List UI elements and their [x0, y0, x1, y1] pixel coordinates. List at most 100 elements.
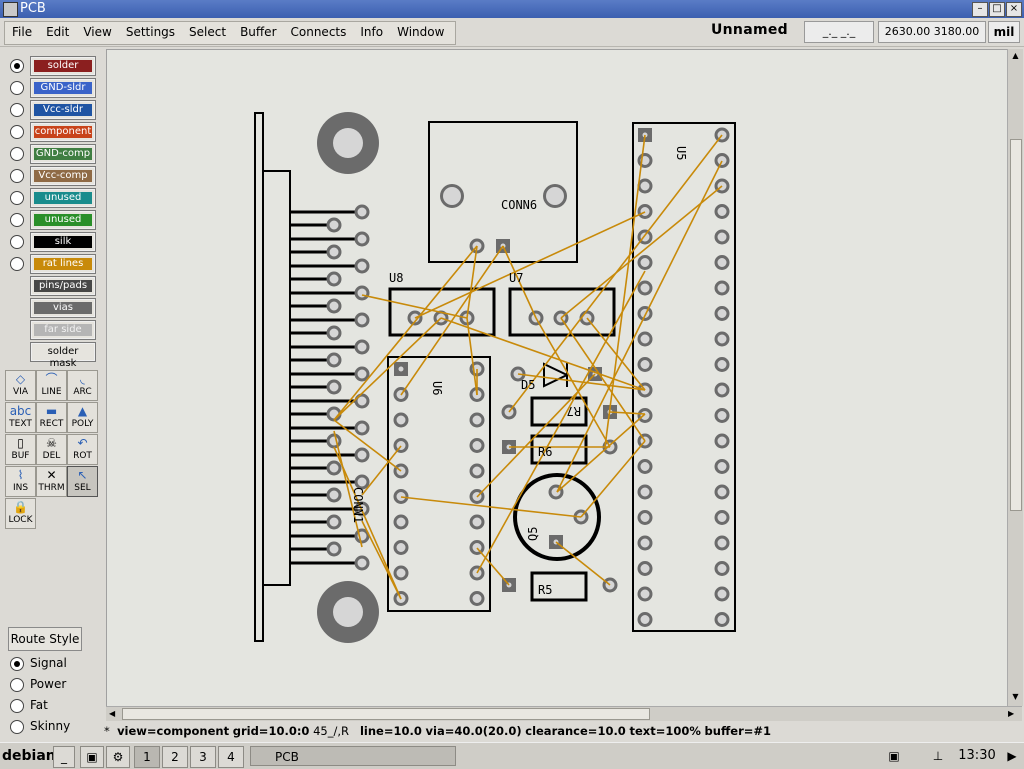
layer-button[interactable]: Vcc-sldr [30, 100, 96, 120]
layer-button[interactable]: silk [30, 232, 96, 252]
thermal-tool[interactable]: ✕THRM [36, 466, 67, 497]
layer-radio[interactable] [10, 257, 24, 271]
ratline [466, 245, 478, 319]
layer-label: pins/pads [34, 280, 92, 292]
layer-button[interactable]: component [30, 122, 96, 142]
layer-button[interactable]: Vcc-comp [30, 166, 96, 186]
menu-file[interactable]: File [12, 25, 33, 39]
layer-button[interactable]: far side [30, 320, 96, 340]
workspace-3[interactable]: 3 [190, 746, 216, 768]
board-canvas[interactable]: U8 U7 U6 U5 CONN6 D5 R7 R6 R5 Q5 CONN1 [106, 49, 1009, 708]
layer-button[interactable]: GND-sldr [30, 78, 96, 98]
round-pad [326, 244, 342, 260]
rotate-tool[interactable]: ↶ROT [67, 434, 98, 465]
round-pad [326, 217, 342, 233]
text-icon: abc [9, 404, 32, 418]
layer-radio[interactable] [10, 235, 24, 249]
status-grid: grid=10.0:0 [232, 724, 310, 738]
layer-button[interactable]: unused [30, 210, 96, 230]
layer-button[interactable]: solder [30, 56, 96, 76]
menu-settings[interactable]: Settings [125, 25, 176, 39]
radio-fat[interactable] [10, 699, 24, 713]
layer-label: Vcc-sldr [34, 104, 92, 116]
menu-buffer[interactable]: Buffer [240, 25, 277, 39]
volume-icon[interactable]: ⊥ [932, 749, 944, 763]
workspace-2[interactable]: 2 [162, 746, 188, 768]
tray-arrow-icon[interactable]: ▶ [1007, 749, 1017, 763]
layer-button[interactable]: GND-comp [30, 144, 96, 164]
layer-radio[interactable] [10, 169, 24, 183]
workspace-1[interactable]: 1 [134, 746, 160, 768]
menu-window[interactable]: Window [397, 25, 445, 39]
horizontal-scrollbar[interactable]: ◀ ▶ [106, 706, 1022, 721]
layer-radio[interactable] [10, 81, 24, 95]
line-tool[interactable]: ⌒LINE [36, 370, 67, 401]
status-clearance: clearance=10.0 [525, 724, 626, 738]
insert-tool[interactable]: ⌇INS [5, 466, 36, 497]
layer-button[interactable]: pins/pads [30, 276, 96, 296]
layer-button[interactable]: unused [30, 188, 96, 208]
radio-signal[interactable] [10, 657, 24, 671]
radio-skinny[interactable] [10, 720, 24, 734]
units-button[interactable]: mil [988, 21, 1020, 43]
debian-start-button[interactable]: debian [2, 748, 56, 764]
ratline [361, 294, 468, 319]
layer-radio[interactable] [10, 213, 24, 227]
layer-radio[interactable] [10, 59, 24, 73]
round-pad [354, 231, 370, 247]
app-icon[interactable] [3, 2, 18, 17]
rect-tool[interactable]: ▬RECT [36, 402, 67, 433]
minimize-all-icon[interactable]: _ [53, 746, 75, 768]
layer-button[interactable]: rat lines [30, 254, 96, 274]
layer-label: unused [34, 214, 92, 226]
radio-power[interactable] [10, 678, 24, 692]
round-pad [637, 612, 653, 627]
close-icon[interactable]: × [1006, 2, 1022, 17]
poly-tool[interactable]: ▲POLY [67, 402, 98, 433]
pads-layer [290, 127, 730, 627]
menu-info[interactable]: Info [360, 25, 384, 39]
taskbar-task-pcb[interactable]: PCB [250, 746, 456, 766]
buffer-tool[interactable]: ▯BUF [5, 434, 36, 465]
layer-radio[interactable] [10, 191, 24, 205]
menu-select[interactable]: Select [189, 25, 227, 39]
display-icon[interactable]: ▣ [888, 749, 900, 763]
maximize-icon[interactable]: □ [989, 2, 1005, 17]
via-tool[interactable]: ◇VIA [5, 370, 36, 401]
minimize-icon[interactable]: – [972, 2, 988, 17]
pad-hole [398, 366, 404, 372]
select-icon: ↖ [77, 468, 88, 482]
vertical-scrollbar[interactable]: ▲ ▼ [1007, 49, 1023, 706]
scroll-down-icon[interactable]: ▼ [1012, 692, 1019, 701]
round-pad [637, 408, 653, 423]
round-pad [714, 382, 730, 398]
terminal-icon[interactable]: ▣ [80, 746, 104, 768]
arc-tool[interactable]: ◟ARC [67, 370, 98, 401]
layer-radio[interactable] [10, 125, 24, 139]
workspace-4[interactable]: 4 [218, 746, 244, 768]
scroll-up-icon[interactable]: ▲ [1012, 51, 1019, 60]
layer-button[interactable]: vias [30, 298, 96, 318]
delete-tool[interactable]: ☠DEL [36, 434, 67, 465]
delete-icon: ☠ [46, 436, 57, 450]
scroll-left-icon[interactable]: ◀ [109, 709, 116, 718]
round-pad [354, 339, 370, 355]
settings-icon[interactable]: ⚙ [106, 746, 130, 768]
menu-connects[interactable]: Connects [290, 25, 347, 39]
lock-tool[interactable]: 🔒LOCK [5, 498, 36, 529]
layer-button[interactable]: solder mask [30, 342, 96, 369]
pcb-layout[interactable]: U8 U7 U6 U5 CONN6 D5 R7 R6 R5 Q5 CONN1 [107, 50, 1008, 707]
rect-icon: ▬ [45, 404, 58, 418]
select-tool[interactable]: ↖SEL [67, 466, 98, 497]
route-style-button[interactable]: Route Style [8, 627, 82, 651]
vertical-scroll-thumb[interactable] [1010, 139, 1022, 511]
round-pad [326, 379, 342, 395]
menu-edit[interactable]: Edit [46, 25, 70, 39]
scroll-right-icon[interactable]: ▶ [1008, 709, 1015, 718]
round-pad [326, 271, 342, 287]
layer-radio[interactable] [10, 103, 24, 117]
menu-view[interactable]: View [83, 25, 112, 39]
horizontal-scroll-thumb[interactable] [122, 708, 650, 720]
layer-radio[interactable] [10, 147, 24, 161]
